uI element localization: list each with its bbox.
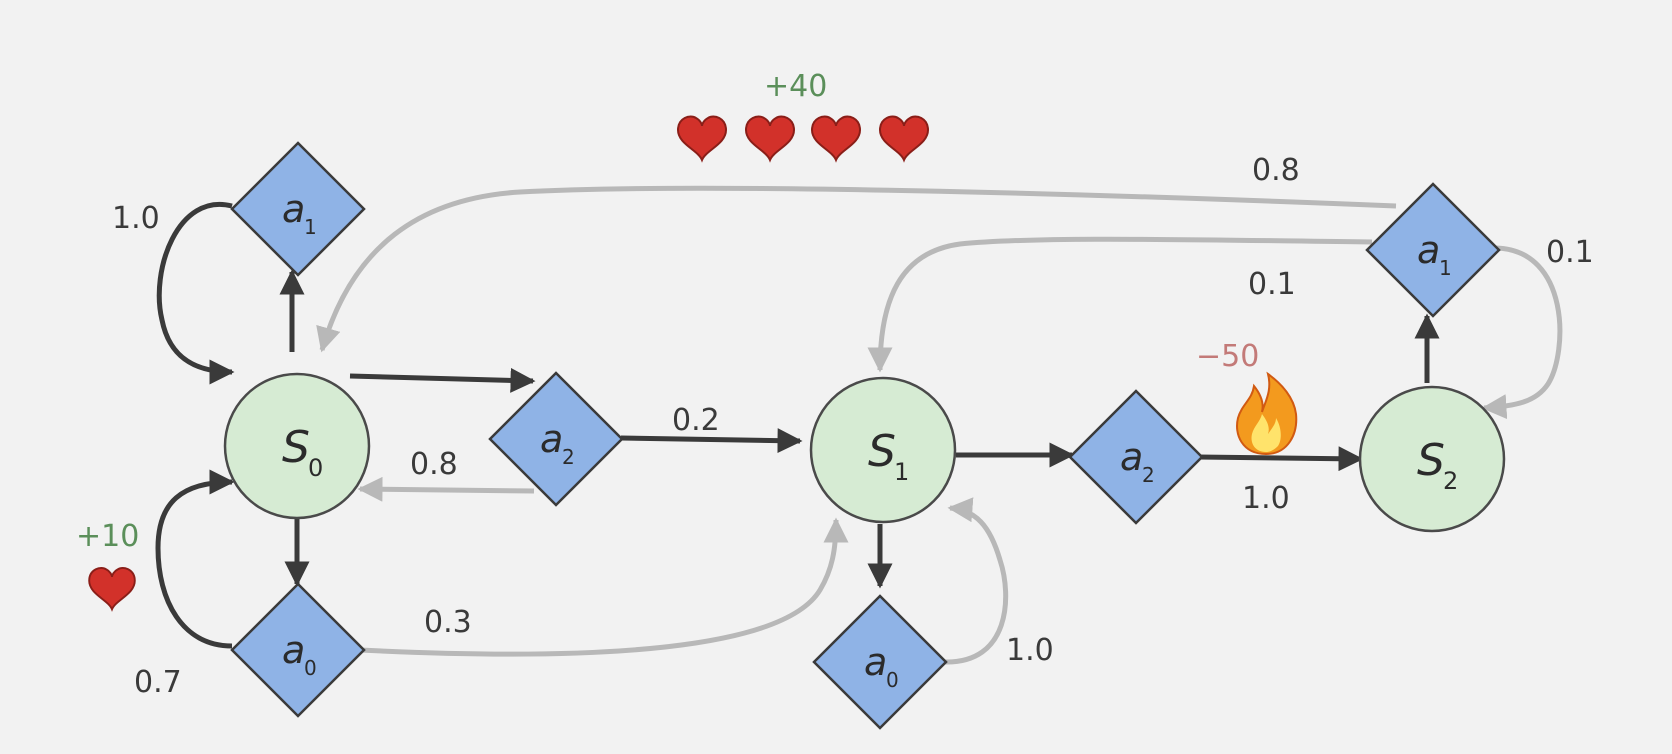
reward-label-plus-10: +10 bbox=[76, 519, 139, 554]
prob-label-s0a2-s0: 0.8 bbox=[410, 447, 458, 482]
prob-label-s1a2-s2: 1.0 bbox=[1242, 481, 1290, 516]
action-subscript: 2 bbox=[562, 445, 575, 469]
prob-label-s1a0-s1: 1.0 bbox=[1006, 633, 1054, 668]
action-node-s1-a2[interactable]: a 2 bbox=[1068, 389, 1204, 525]
action-label: a bbox=[540, 417, 563, 461]
action-subscript: 1 bbox=[304, 215, 317, 239]
state-to-action-edges bbox=[279, 269, 1440, 589]
heart-icon bbox=[879, 115, 929, 161]
edge-s2a1-to-s1 bbox=[867, 236, 1373, 373]
action-label: a bbox=[282, 628, 305, 672]
prob-label-s0a0-s0: 0.7 bbox=[134, 665, 182, 700]
action-label: a bbox=[1120, 435, 1143, 479]
heart-icon bbox=[745, 115, 795, 161]
action-node-s0-a0[interactable]: a 0 bbox=[230, 582, 366, 718]
fire-icon bbox=[1236, 371, 1298, 456]
state-node-s0[interactable]: S 0 bbox=[223, 372, 371, 520]
edge-s0a1-to-s0 bbox=[156, 201, 235, 385]
state-node-s2[interactable]: S 2 bbox=[1358, 385, 1506, 533]
edge-s0a0-to-s1 bbox=[359, 517, 849, 657]
state-subscript: 0 bbox=[308, 454, 323, 482]
action-subscript: 1 bbox=[1439, 256, 1452, 280]
action-label: a bbox=[864, 640, 887, 684]
heart-icon bbox=[811, 115, 861, 161]
action-node-s0-a1[interactable]: a 1 bbox=[230, 141, 366, 277]
prob-label-s0a1-s0: 1.0 bbox=[112, 201, 160, 236]
action-label: a bbox=[1417, 228, 1440, 272]
edge-s0a2-to-s0 bbox=[357, 476, 535, 502]
prob-label-s2a1-s0: 0.8 bbox=[1252, 153, 1300, 188]
probability-labels: 1.0 0.7 0.8 0.2 0.3 1.0 1.0 0.8 0.1 0.1 bbox=[112, 153, 1594, 700]
state-label: S bbox=[282, 422, 310, 473]
dark-transition-edges bbox=[155, 201, 1364, 649]
edge-s0a0-to-s0 bbox=[155, 469, 235, 649]
state-label: S bbox=[1417, 435, 1445, 486]
state-node-s1[interactable]: S 1 bbox=[809, 376, 957, 524]
action-subscript: 2 bbox=[1142, 463, 1155, 487]
edge-s2a1-to-s2 bbox=[1481, 245, 1563, 420]
heart-icon bbox=[677, 115, 727, 161]
edge-s0a2-to-s1 bbox=[620, 428, 803, 454]
action-label: a bbox=[282, 187, 305, 231]
state-label: S bbox=[868, 426, 896, 477]
light-transition-edges bbox=[316, 185, 1563, 665]
heart-icon bbox=[88, 567, 136, 611]
reward-label-plus-40: +40 bbox=[764, 69, 827, 104]
edge-s1a2-to-s2 bbox=[1197, 446, 1364, 472]
edge-s0-to-a2 bbox=[349, 367, 536, 393]
prob-label-s0a2-s1: 0.2 bbox=[672, 403, 720, 438]
action-subscript: 0 bbox=[304, 656, 317, 680]
state-subscript: 1 bbox=[894, 458, 909, 486]
rewards: +40 +10 −50 bbox=[76, 69, 1298, 611]
edge-s2a1-to-s0 bbox=[316, 185, 1397, 353]
action-node-s1-a0[interactable]: a 0 bbox=[812, 594, 948, 730]
reward-label-minus-50: −50 bbox=[1196, 339, 1259, 374]
state-subscript: 2 bbox=[1443, 467, 1458, 495]
action-node-s2-a1[interactable]: a 1 bbox=[1365, 182, 1501, 318]
action-node-s0-a2[interactable]: a 2 bbox=[488, 371, 624, 507]
action-subscript: 0 bbox=[886, 668, 899, 692]
hearts-group bbox=[677, 115, 929, 161]
edge-s1a0-to-s1 bbox=[943, 497, 1009, 665]
prob-label-s0a0-s1: 0.3 bbox=[424, 605, 472, 640]
prob-label-s2a1-s1: 0.1 bbox=[1248, 267, 1296, 302]
prob-label-s2a1-s2: 0.1 bbox=[1546, 235, 1594, 270]
